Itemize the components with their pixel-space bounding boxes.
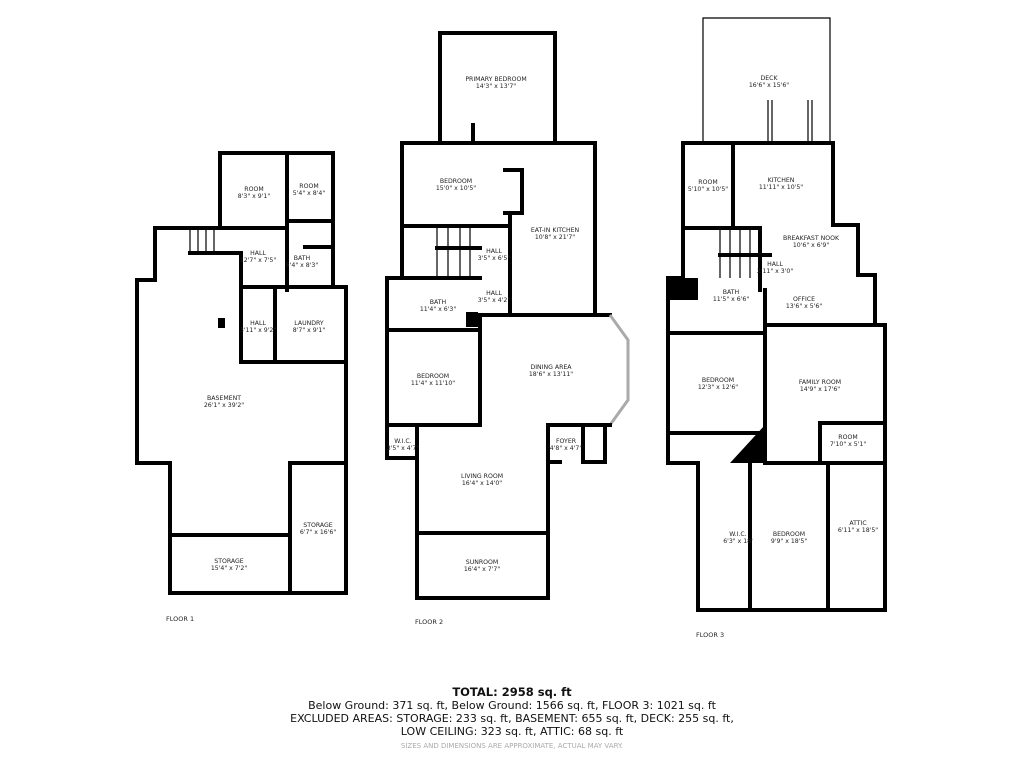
room-name: STORAGE [214, 558, 244, 565]
room-dims: 8'3" x 9'1" [238, 193, 271, 200]
room-name: PRIMARY BEDROOM [465, 76, 526, 83]
room-dims: 12'3" x 12'6" [698, 384, 738, 391]
room-name: HALL [250, 320, 266, 327]
room-dims: 10'6" x 6'9" [793, 242, 830, 249]
room-dims: 5'10" x 10'5" [688, 186, 728, 193]
room-dims: 10'8" x 21'7" [535, 234, 575, 241]
room-dims: 11'4" x 6'3" [420, 306, 457, 313]
room-name: ROOM [838, 434, 857, 441]
room-name: BREAKFAST NOOK [783, 235, 840, 242]
room-dims: 15'4" x 7'2" [211, 565, 248, 572]
room-dims: 7'10" x 5'1" [830, 441, 867, 448]
room-name: ROOM [244, 186, 263, 193]
room-dims: 11'11" x 10'5" [759, 184, 803, 191]
room-dims: 16'4" x 7'7" [464, 566, 501, 573]
room-name: HALL [767, 261, 783, 268]
room-name: ROOM [698, 179, 717, 186]
room-dims: 2'11" x 3'0" [757, 268, 794, 275]
room-name: DINING AREA [530, 364, 572, 371]
area-line-3: LOW CEILING: 323 sq. ft, ATTIC: 68 sq. f… [400, 725, 624, 738]
room-dims: 11'4" x 11'10" [411, 380, 455, 387]
room-name: HALL [486, 248, 502, 255]
room-name: KITCHEN [768, 177, 795, 184]
room-dims: 3'11" x 9'2" [240, 327, 277, 334]
room-dims: 26'1" x 39'2" [204, 402, 244, 409]
room-name: STORAGE [303, 522, 333, 529]
room-name: DECK [760, 75, 778, 82]
room-name: HALL [250, 250, 266, 257]
room-name: BEDROOM [773, 531, 805, 538]
room-dims: 3'5" x 6'5" [478, 255, 511, 262]
room-dims: 18'6" x 13'11" [529, 371, 573, 378]
room-dims: 14'3" x 13'7" [476, 83, 516, 90]
area-line-1: Below Ground: 371 sq. ft, Below Ground: … [308, 699, 716, 712]
floor-1-walls [135, 151, 348, 595]
room-dims: 5'4" x 8'4" [293, 190, 326, 197]
room-dims: 4'8" x 4'7" [550, 445, 583, 452]
floor-label: FLOOR 1 [166, 615, 194, 623]
room-dims: 14'9" x 17'6" [800, 386, 840, 393]
room-name: W.I.C. [729, 531, 746, 538]
room-name: OFFICE [793, 296, 815, 303]
room-dims: 5'4" x 8'3" [286, 262, 319, 269]
room-name: EAT-IN KITCHEN [531, 227, 580, 234]
room-name: BATH [723, 289, 740, 296]
total-area: TOTAL: 2958 sq. ft [452, 685, 572, 699]
room-dims: 12'7" x 7'5" [240, 257, 277, 264]
room-dims: 3'5" x 4'2" [478, 297, 511, 304]
room-dims: 15'0" x 10'5" [436, 185, 476, 192]
room-dims: 9'9" x 18'5" [771, 538, 808, 545]
floor-3-walls [666, 17, 887, 612]
area-line-2: EXCLUDED AREAS: STORAGE: 233 sq. ft, BAS… [290, 712, 734, 725]
room-dims: 8'7" x 9'1" [293, 327, 326, 334]
room-name: BEDROOM [440, 178, 472, 185]
room-name: W.I.C. [394, 438, 411, 445]
disclaimer: SIZES AND DIMENSIONS ARE APPROXIMATE, AC… [400, 742, 624, 750]
floor-label: FLOOR 2 [415, 618, 443, 626]
floor-2-walls [385, 31, 630, 600]
room-name: LAUNDRY [294, 320, 324, 327]
room-name: BEDROOM [702, 377, 734, 384]
room-name: ROOM [299, 183, 318, 190]
room-dims: 13'6" x 5'6" [786, 303, 823, 310]
room-name: BATH [294, 255, 311, 262]
room-dims: 6'7" x 16'6" [300, 529, 337, 536]
area-summary: TOTAL: 2958 sq. ft Below Ground: 371 sq.… [0, 685, 1024, 739]
room-dims: 6'3" x 18' [723, 538, 753, 545]
room-name: LIVING ROOM [461, 473, 503, 480]
room-name: SUNROOM [466, 559, 498, 566]
room-name: HALL [486, 290, 502, 297]
floor-label: FLOOR 3 [696, 631, 724, 639]
room-name: FOYER [556, 438, 577, 445]
room-name: BASEMENT [207, 395, 241, 402]
room-dims: 6'11" x 18'5" [838, 527, 878, 534]
room-dims: 11'5" x 6'6" [713, 296, 750, 303]
room-name: ATTIC [849, 520, 866, 527]
room-name: BEDROOM [417, 373, 449, 380]
room-name: FAMILY ROOM [799, 379, 841, 386]
room-dims: 3'5" x 4'7" [387, 445, 420, 452]
room-dims: 16'4" x 14'0" [462, 480, 502, 487]
room-dims: 16'6" x 15'6" [749, 82, 789, 89]
room-name: BATH [430, 299, 447, 306]
